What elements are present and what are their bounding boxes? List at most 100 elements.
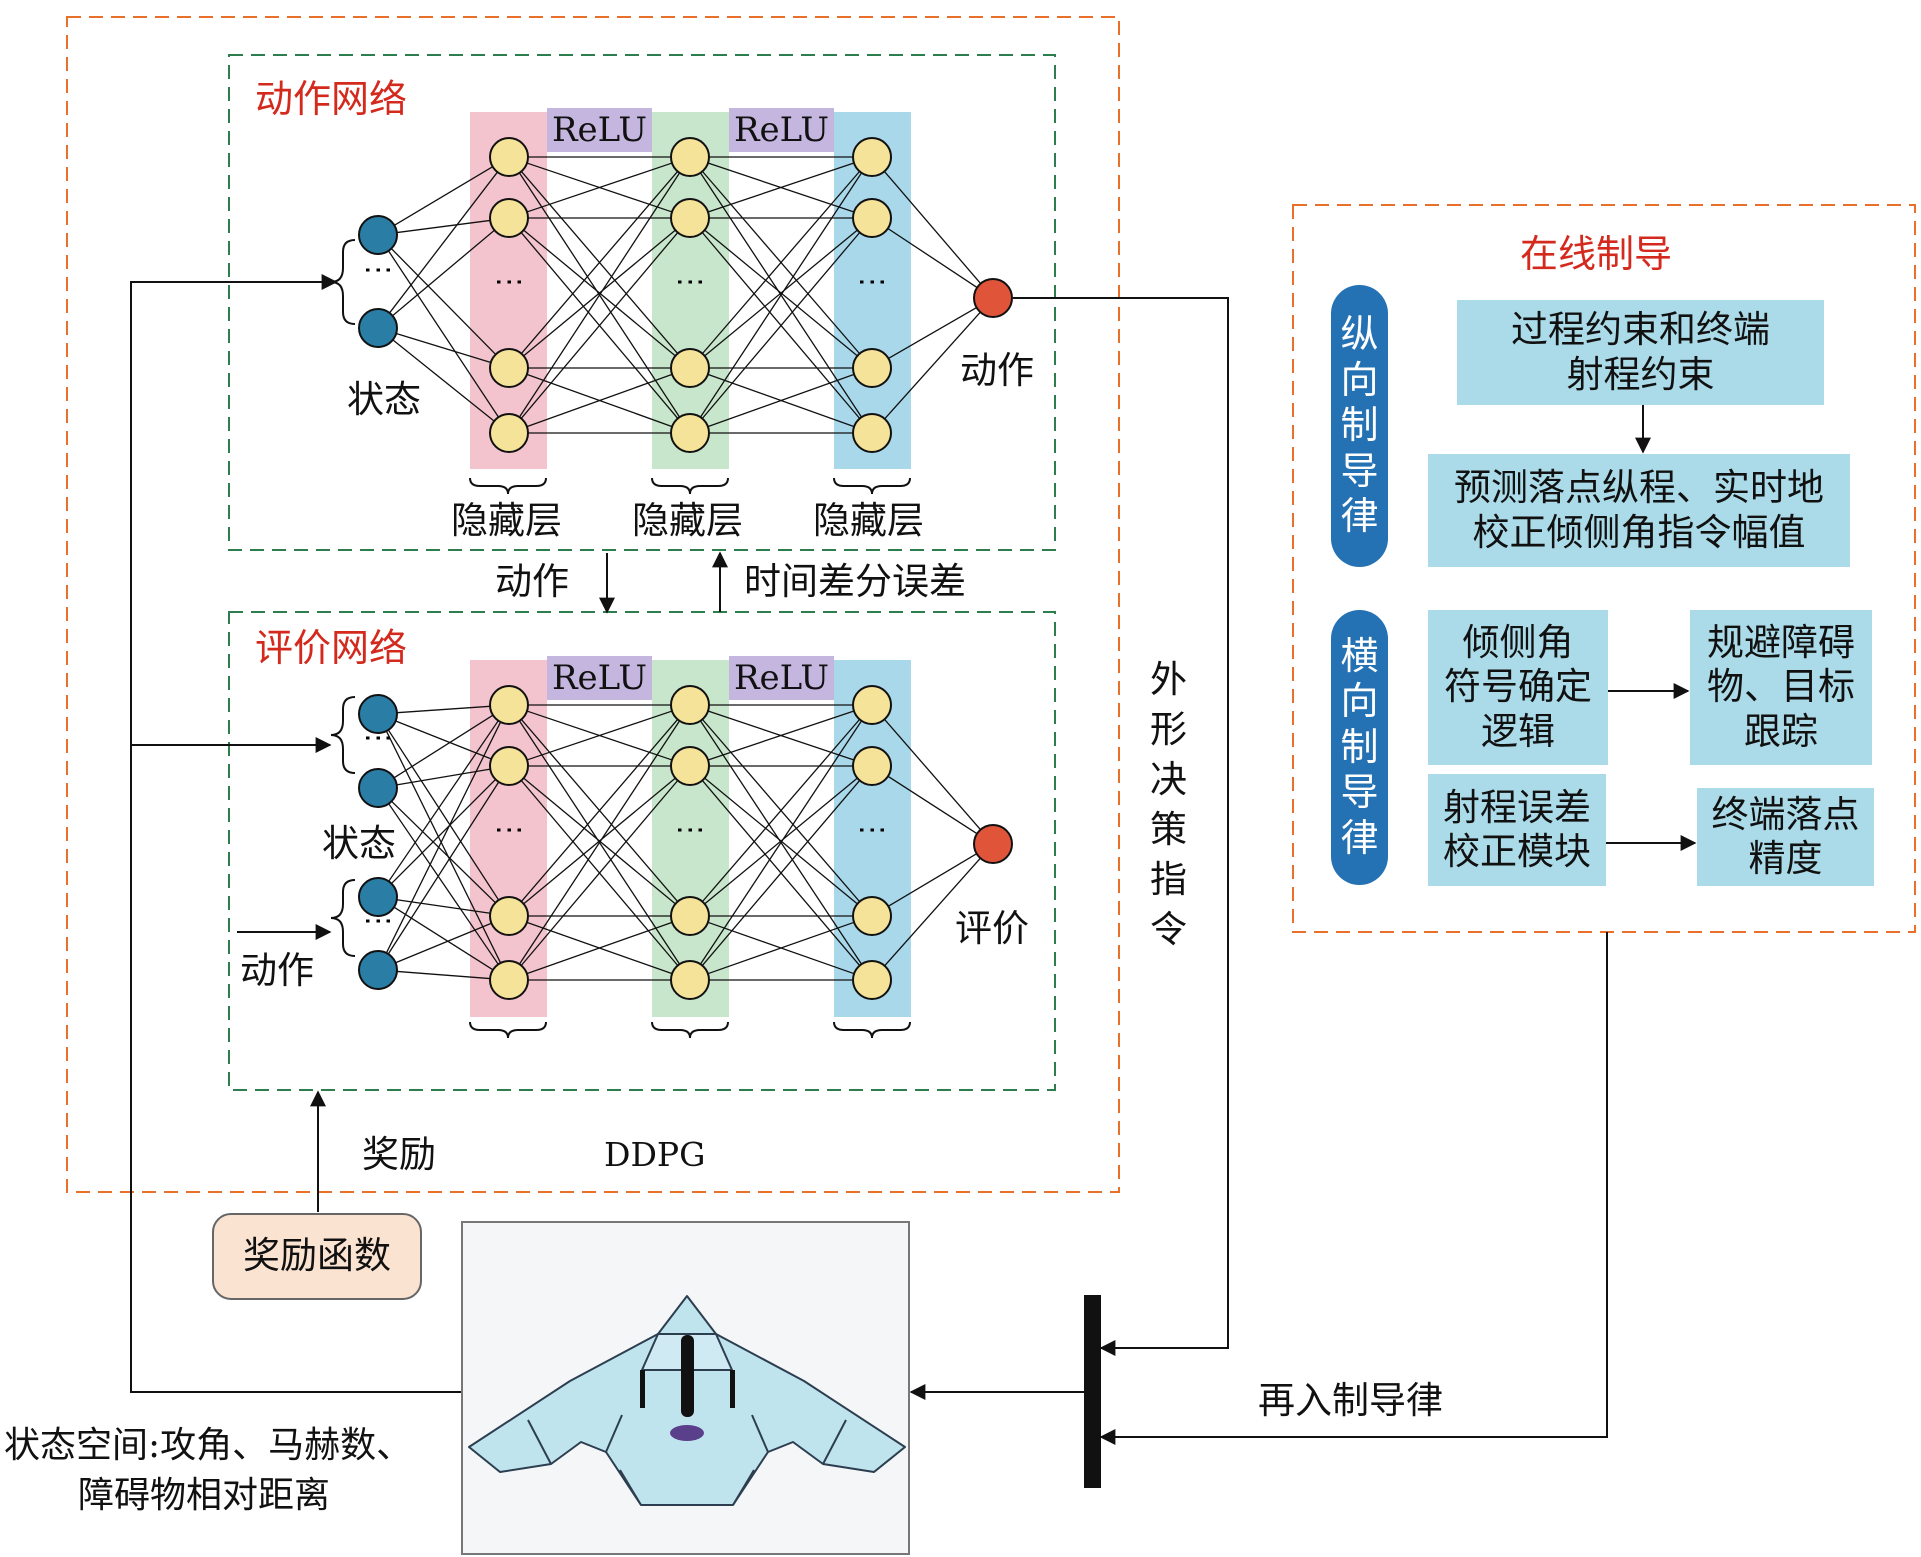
- critic-input-edge: [390, 778, 497, 885]
- critic-hidden-node: [670, 960, 710, 1000]
- critic-input-edge: [395, 720, 492, 760]
- critic-output-edge: [883, 718, 982, 831]
- critic-hidden-edge: [701, 718, 861, 903]
- critic-output-edge: [887, 853, 978, 907]
- critic-hidden-edge: [707, 921, 855, 975]
- reward-function-label: 奖励函数: [243, 1234, 391, 1278]
- actor-hidden-node: [670, 348, 710, 388]
- ddpg-label: DDPG: [604, 1135, 706, 1174]
- actor-hidden-edge: [701, 170, 861, 355]
- critic-hidden-node: [489, 896, 529, 936]
- critic-state-ellipsis: ⋮: [361, 723, 396, 753]
- actor-hidden-edge: [520, 232, 679, 419]
- critic-hidden-node: [852, 896, 892, 936]
- actor-hidden-edge: [518, 172, 681, 418]
- hidden-layer-label-2: 隐藏层: [632, 499, 743, 542]
- critic-input-node: [358, 768, 398, 808]
- critic-hidden-edge: [526, 921, 673, 975]
- critic-input-edge: [385, 730, 502, 964]
- actor-hidden-node: [852, 413, 892, 453]
- critic-hidden-ellipsis: ⋮: [855, 815, 890, 845]
- critic-hidden-ellipsis: ⋮: [673, 815, 708, 845]
- ddpg-frame: [66, 16, 1120, 1193]
- critic-action-ellipsis: ⋮: [361, 906, 396, 936]
- actor-hidden-node: [670, 137, 710, 177]
- actor-hidden-edge: [707, 373, 855, 428]
- critic-hidden-node: [670, 685, 710, 725]
- td-error-label: 时间差分误差: [744, 560, 966, 603]
- critic-hidden-node: [489, 960, 529, 1000]
- actor-hidden-node: [852, 198, 892, 238]
- actor-input-edge: [387, 250, 500, 418]
- actor-hidden-edge: [520, 170, 679, 355]
- critic-input-edge: [393, 714, 494, 779]
- critic-hidden-node: [852, 746, 892, 786]
- prediction-box: 预测落点纵程、实时地校正倾侧角指令幅值: [1428, 454, 1850, 567]
- actor-input-edge: [390, 248, 497, 355]
- actor-hidden-edge: [526, 373, 673, 428]
- critic-output-edge: [887, 775, 978, 835]
- critic-hidden-edge: [518, 720, 681, 965]
- critic-input-edge: [388, 720, 499, 882]
- critic-network-title: 评价网络: [255, 626, 408, 670]
- critic-input-edge: [388, 803, 499, 965]
- actor-hidden-node: [489, 137, 529, 177]
- actor-hidden-ellipsis: ⋮: [673, 267, 708, 297]
- reward-label: 奖励: [362, 1133, 436, 1176]
- critic-input-edge: [387, 781, 500, 955]
- hidden-layer-label-3: 隐藏层: [813, 499, 924, 542]
- critic-input-edge: [393, 906, 494, 971]
- critic-hidden-edge: [526, 710, 673, 761]
- actor-hidden-edge: [707, 162, 855, 213]
- critic-input-edge: [396, 970, 491, 980]
- actor-hidden-ellipsis: ⋮: [492, 267, 527, 297]
- critic-input-node: [358, 877, 398, 917]
- reward-function-box: [212, 1213, 422, 1300]
- lateral-guidance-pill: 横向制导律: [1331, 610, 1388, 885]
- actor-input-edge: [395, 332, 492, 364]
- critic-hidden-node: [489, 685, 529, 725]
- critic-input-edge: [395, 922, 492, 964]
- critic-hidden-ellipsis: ⋮: [492, 815, 527, 845]
- actor-output-node: [973, 278, 1013, 318]
- critic-hidden-edge: [520, 718, 679, 903]
- actor-output-label: 动作: [960, 349, 1034, 392]
- actor-to-critic-label: 动作: [495, 560, 569, 603]
- actor-input-node: [358, 308, 398, 348]
- actor-output-edge: [884, 311, 981, 420]
- critic-hidden-node: [852, 685, 892, 725]
- longitudinal-guidance-pill: 纵向制导律: [1331, 285, 1388, 567]
- critic-hidden-node: [489, 746, 529, 786]
- actor-hidden-ellipsis: ⋮: [855, 267, 890, 297]
- actor-hidden-node: [852, 348, 892, 388]
- actor-network-title: 动作网络: [255, 77, 408, 121]
- reentry-guidance-label: 再入制导律: [1258, 1379, 1443, 1422]
- critic-input-node: [358, 950, 398, 990]
- critic-hidden-edge: [520, 780, 679, 966]
- actor-input-edge: [393, 166, 494, 226]
- critic-hidden-edge: [704, 777, 858, 905]
- critic-hidden-edge: [523, 777, 676, 905]
- critic-hidden-node: [670, 896, 710, 936]
- actor-input-edge: [392, 229, 495, 317]
- shape-decision-command: 外形决策指令: [1150, 658, 1187, 951]
- actor-relu-1: ReLU: [547, 108, 652, 152]
- critic-action-label: 动作: [240, 949, 314, 992]
- network-nodes: ⋮⋮⋮⋮⋮⋮⋮⋮⋮: [358, 137, 1013, 1000]
- flow-lines: [130, 274, 1697, 1445]
- actor-hidden-edge: [699, 172, 863, 418]
- actor-hidden-edge: [523, 229, 676, 357]
- guidance-junction-bar: [1084, 1295, 1101, 1488]
- critic-input-edge: [391, 800, 496, 904]
- critic-input-edge: [396, 899, 491, 914]
- constraint-box: 过程约束和终端射程约束: [1457, 300, 1824, 405]
- actor-output-edge: [888, 306, 977, 360]
- terminal-accuracy-box: 终端落点精度: [1697, 788, 1874, 886]
- actor-input-edge: [396, 219, 491, 234]
- critic-hidden-edge: [707, 710, 855, 761]
- critic-input-edge: [387, 729, 500, 901]
- critic-input-node: [358, 694, 398, 734]
- actor-bands: [470, 112, 911, 469]
- actor-input-edge: [392, 339, 495, 422]
